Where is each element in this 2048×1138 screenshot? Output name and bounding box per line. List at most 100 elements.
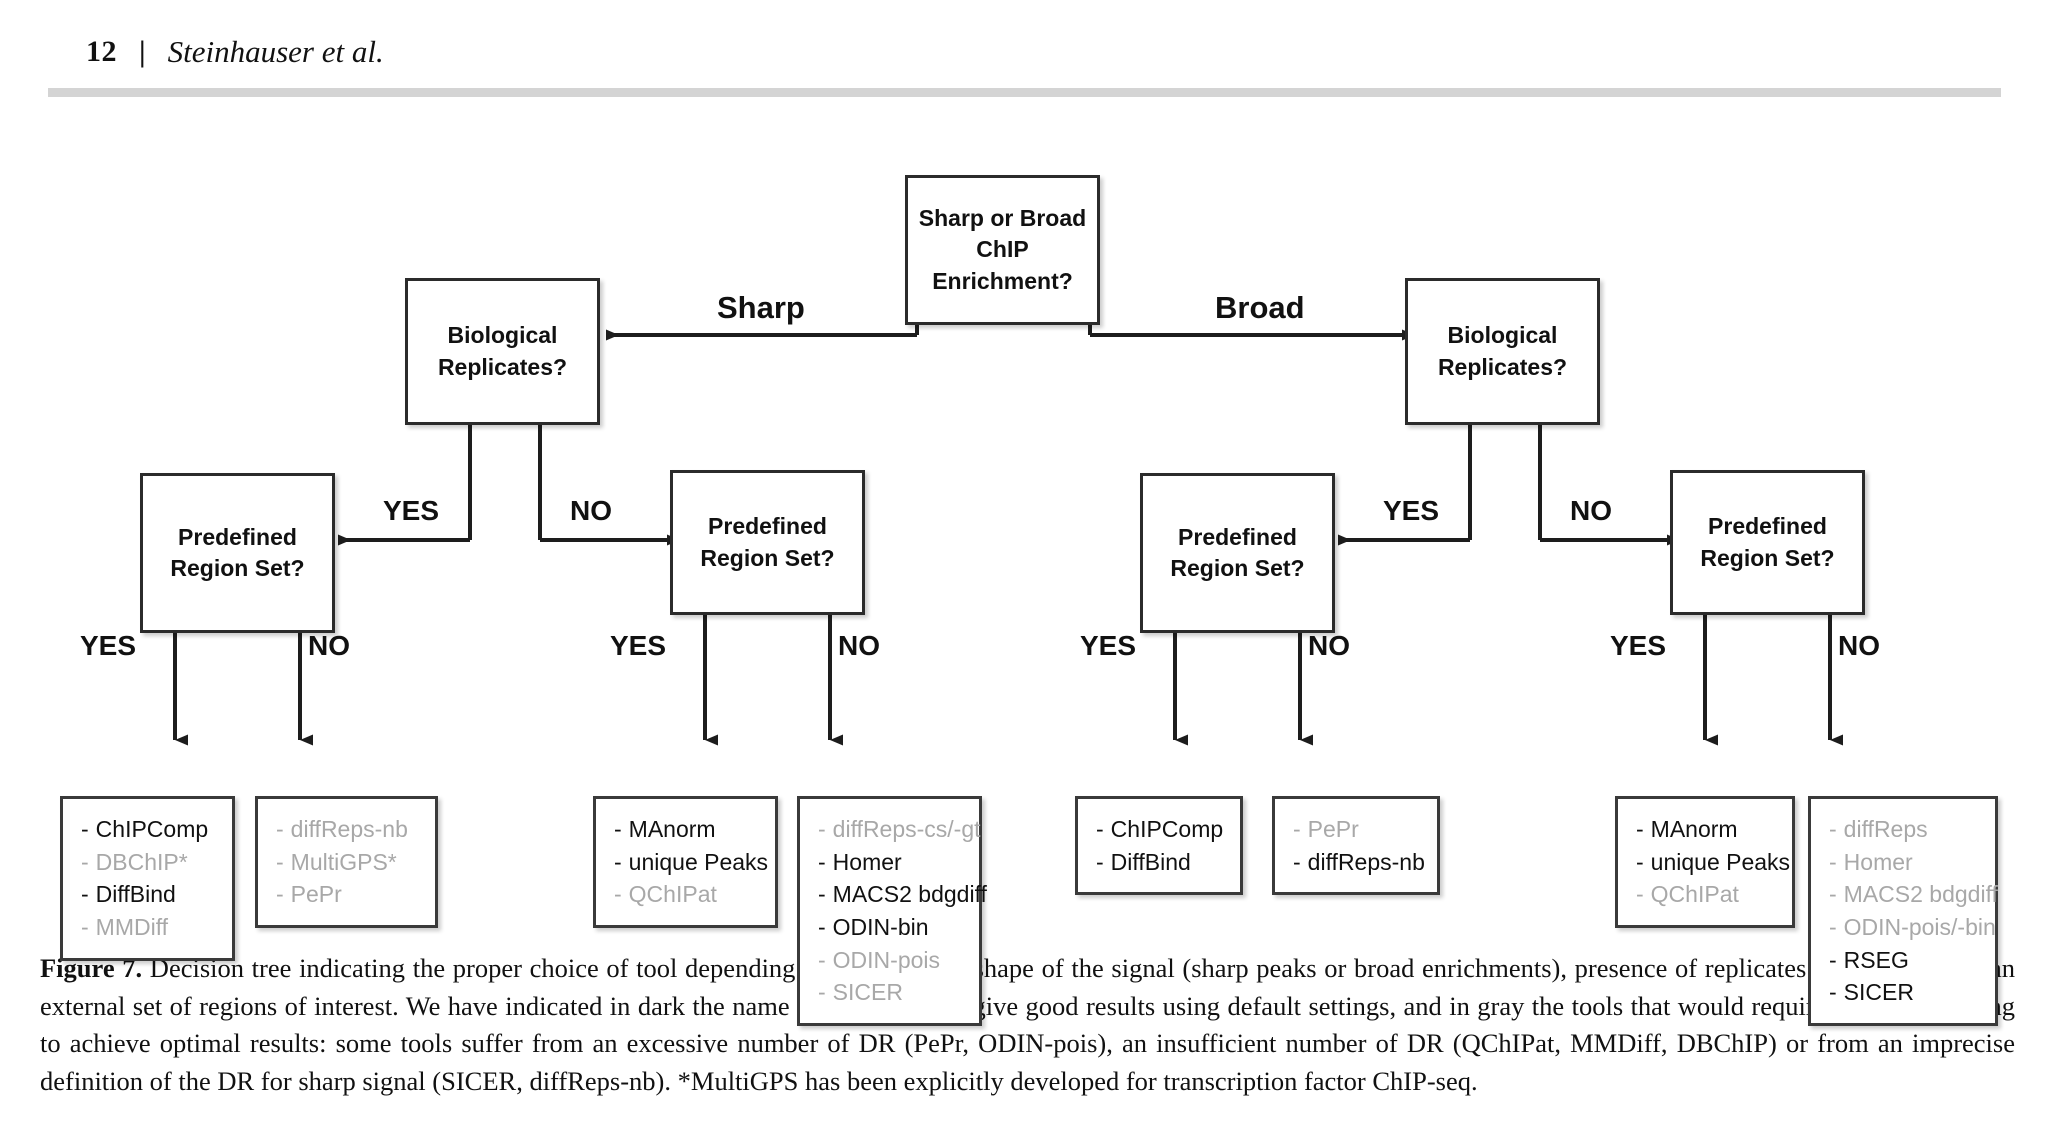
tool-item: -unique Peaks (614, 846, 768, 879)
bullet-dash-icon: - (614, 848, 622, 875)
tool-name: ODIN-bin (832, 913, 929, 940)
node-predefined-region-set-4[interactable]: Predefined Region Set? (1670, 470, 1865, 615)
bullet-dash-icon: - (1829, 946, 1837, 973)
tool-name: ChIPComp (95, 816, 209, 842)
node-predefined-region-set-2[interactable]: Predefined Region Set? (670, 470, 865, 615)
tool-name: QChIPat (628, 881, 717, 908)
header-separator: | (139, 35, 146, 68)
bullet-dash-icon: - (1829, 881, 1837, 908)
tool-name: SICER (832, 979, 903, 1006)
tool-item: -PePr (276, 878, 425, 911)
bullet-dash-icon: - (1829, 848, 1837, 875)
edge-label-no-sharp-replicates: NO (570, 495, 612, 526)
bullet-dash-icon: - (1293, 816, 1301, 842)
tool-item: -Homer (818, 846, 969, 879)
tool-name: diffReps-nb (1307, 848, 1425, 875)
tool-name: MAnorm (628, 816, 716, 842)
edge-label-no-broad-replicates: NO (1570, 495, 1612, 526)
leaf-sharp-rep-no-region-no[interactable]: -diffReps-cs/-gt-Homer-MACS2 bdgdiff-ODI… (797, 796, 987, 1026)
caption-text: Decision tree indicating the proper choi… (40, 953, 2015, 1096)
tool-name: MAnorm (1650, 816, 1738, 842)
bullet-dash-icon: - (1829, 816, 1837, 842)
tool-name: DBChIP* (95, 848, 188, 875)
leaf-broad-rep-yes-region-yes[interactable]: -ChIPComp-DiffBind (1075, 796, 1243, 896)
edge-label-broad: Broad (1215, 290, 1305, 325)
bullet-dash-icon: - (614, 816, 622, 842)
tool-item: -diffReps (1829, 813, 1985, 846)
tool-name: unique Peaks (1650, 848, 1791, 875)
node-predefined-region-set-1[interactable]: Predefined Region Set? (140, 473, 335, 633)
bullet-dash-icon: - (81, 816, 89, 842)
tool-item: -diffReps-nb (1293, 846, 1427, 879)
edge-label-yes-sharp-replicates: YES (383, 495, 440, 526)
tool-item: -Homer (1829, 846, 1985, 879)
node-label: Predefined Region Set? (700, 513, 835, 571)
edge-label-no-region-4: NO (1838, 630, 1880, 661)
leaf-sharp-rep-yes-region-yes[interactable]: -ChIPComp-DBChIP*-DiffBind-MMDiff (60, 796, 235, 961)
tool-name: RSEG (1843, 946, 1909, 973)
connector-lines (173, 325, 1843, 746)
bullet-dash-icon: - (276, 848, 284, 875)
node-label: Biological Replicates? (1437, 322, 1568, 380)
edge-label-sharp: Sharp (717, 290, 805, 325)
tool-name: MMDiff (95, 913, 169, 940)
tool-item: -MultiGPS* (276, 846, 425, 879)
bullet-dash-icon: - (818, 946, 826, 973)
node-biological-replicates-broad[interactable]: Biological Replicates? (1405, 278, 1600, 425)
tool-item: -SICER (1829, 976, 1985, 1009)
figure-caption: Figure 7. Decision tree indicating the p… (40, 950, 2015, 1101)
tool-name: Homer (1843, 848, 1913, 875)
leaf-broad-rep-no-region-no[interactable]: -diffReps-Homer-MACS2 bdgdiff-ODIN-pois/… (1808, 796, 1998, 1026)
tool-item: -diffReps-nb (276, 813, 425, 846)
bullet-dash-icon: - (818, 913, 826, 940)
edge-label-no-region-1: NO (308, 630, 350, 661)
tool-item: -DiffBind (1096, 846, 1230, 879)
page-number: 12 (86, 35, 117, 68)
bullet-dash-icon: - (1636, 816, 1644, 842)
bullet-dash-icon: - (81, 848, 89, 875)
tool-item: -MMDiff (81, 911, 222, 944)
bullet-dash-icon: - (818, 881, 826, 908)
tool-name: ChIPComp (1110, 816, 1224, 842)
leaf-broad-rep-yes-region-no[interactable]: -PePr-diffReps-nb (1272, 796, 1440, 896)
bullet-dash-icon: - (1636, 881, 1644, 908)
bullet-dash-icon: - (818, 848, 826, 875)
bullet-dash-icon: - (81, 913, 89, 940)
bullet-dash-icon: - (1293, 848, 1301, 875)
edge-label-yes-region-2: YES (610, 630, 667, 661)
edge-label-yes-region-3: YES (1080, 630, 1137, 661)
tool-item: -QChIPat (1636, 878, 1782, 911)
edge-label-no-region-3: NO (1308, 630, 1350, 661)
tool-name: DiffBind (1110, 848, 1191, 875)
running-head: 12 | Steinhauser et al. (86, 24, 1986, 80)
node-label: Predefined Region Set? (170, 523, 305, 581)
bullet-dash-icon: - (1096, 816, 1104, 842)
bullet-dash-icon: - (818, 816, 826, 842)
node-predefined-region-set-3[interactable]: Predefined Region Set? (1140, 473, 1335, 633)
leaf-sharp-rep-no-region-yes[interactable]: -MAnorm-unique Peaks-QChIPat (593, 796, 778, 928)
tool-item: -DiffBind (81, 878, 222, 911)
tool-item: -MACS2 bdgdiff (1829, 878, 1998, 911)
node-root-enrichment[interactable]: Sharp or Broad ChIP Enrichment? (905, 175, 1100, 325)
figure-decision-tree: Sharp or Broad ChIP Enrichment? Biologic… (0, 110, 2048, 1026)
bullet-dash-icon: - (1636, 848, 1644, 875)
tool-name: diffReps-cs/-gt (832, 816, 981, 842)
tool-name: ODIN-pois (832, 946, 941, 973)
bullet-dash-icon: - (614, 881, 622, 908)
bullet-dash-icon: - (276, 816, 284, 842)
edge-label-yes-region-4: YES (1610, 630, 1667, 661)
tool-item: -unique Peaks (1636, 846, 1790, 879)
tool-name: SICER (1843, 979, 1914, 1006)
tool-name: diffReps (1843, 816, 1928, 842)
leaf-broad-rep-no-region-yes[interactable]: -MAnorm-unique Peaks-QChIPat (1615, 796, 1795, 928)
bullet-dash-icon: - (1829, 913, 1837, 940)
tool-name: PePr (290, 881, 342, 908)
tool-item: -MACS2 bdgdiff (818, 878, 987, 911)
tool-item: -ODIN-pois/-bin (1829, 911, 1996, 944)
bullet-dash-icon: - (81, 881, 89, 908)
tool-name: ODIN-pois/-bin (1843, 913, 1996, 940)
node-biological-replicates-sharp[interactable]: Biological Replicates? (405, 278, 600, 425)
leaf-sharp-rep-yes-region-no[interactable]: -diffReps-nb-MultiGPS*-PePr (255, 796, 438, 928)
tool-item: -ChIPComp (1096, 813, 1230, 846)
bullet-dash-icon: - (818, 979, 826, 1006)
